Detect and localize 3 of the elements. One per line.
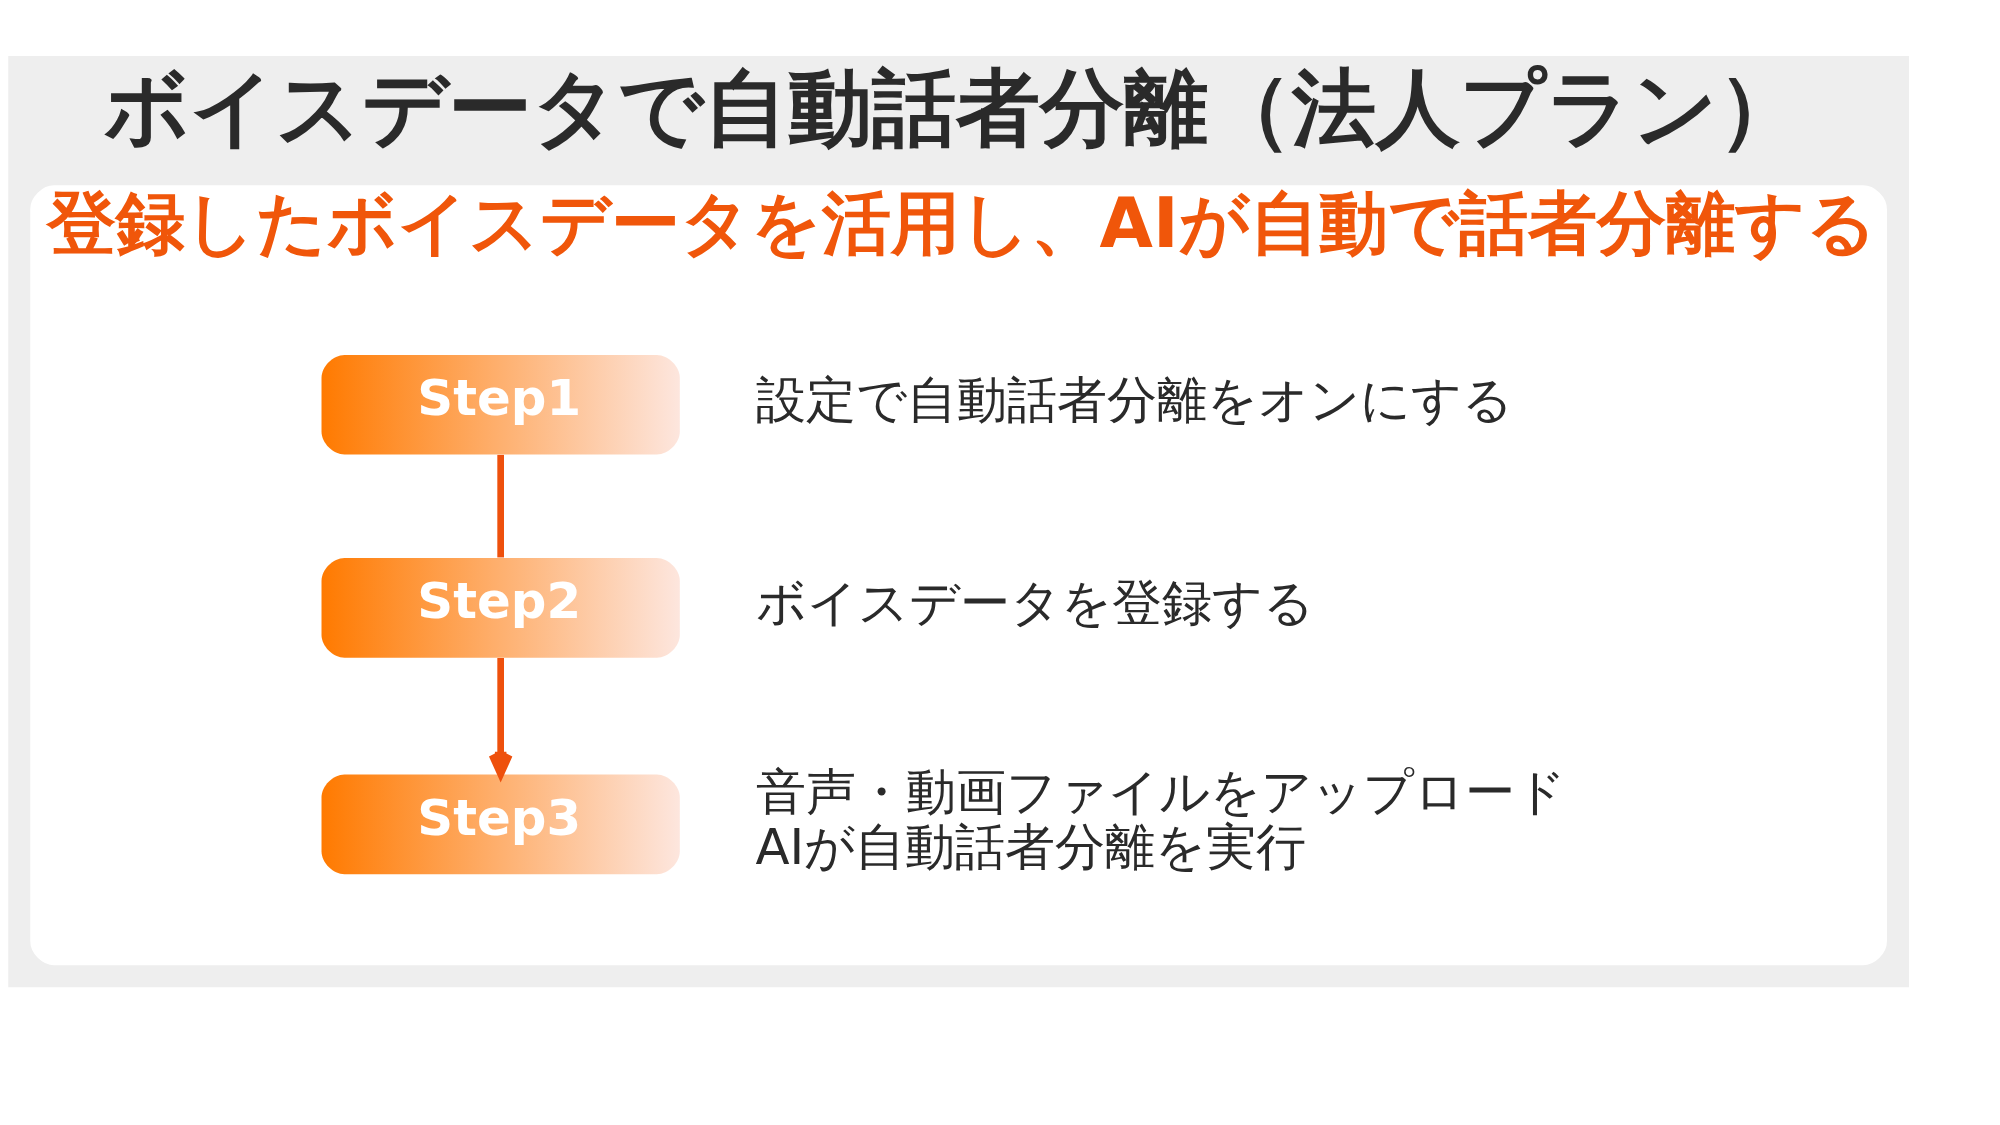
node-label: ボイスデータを登録する — [755, 573, 1314, 632]
node-label: 設定で自動話者分離をオンにする — [755, 370, 1513, 429]
diagram-title: ボイスデータで自動話者分離（法人プラン） — [104, 58, 1803, 157]
